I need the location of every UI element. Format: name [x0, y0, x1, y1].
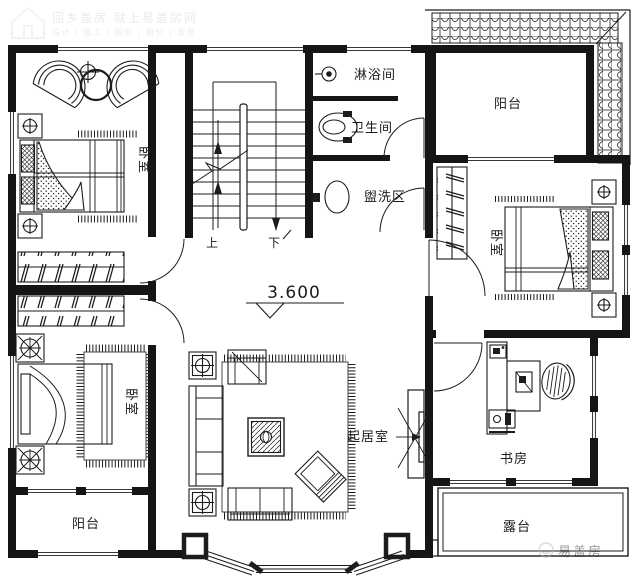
window-balcony-tr-door [468, 155, 554, 163]
elevation-value: 3.600 [267, 283, 321, 303]
window-left-2 [8, 356, 16, 448]
door-study [433, 342, 483, 392]
brand-logo-icon [538, 542, 554, 558]
bed-double [495, 196, 614, 300]
floor-lamp [188, 488, 217, 517]
office-chair-icon [541, 362, 575, 401]
window-study-east-1 [590, 356, 598, 396]
staircase [185, 81, 305, 231]
nightstand [17, 213, 43, 239]
pillow [591, 250, 610, 280]
stairs-down-label: 下 [268, 236, 280, 250]
bedroom-tl-furniture [17, 60, 160, 327]
watermark-top-left: 回乡盖房 就上易盖房网 设计 | 施工 | 图纸 | 报价 | 服务 [11, 6, 198, 39]
watermark-bottom-right: 易盖房 [538, 542, 603, 560]
blanket-curve [29, 365, 66, 445]
doors [139, 117, 486, 392]
coffee-table [247, 417, 285, 457]
wash-basin-icon [313, 180, 350, 214]
study-label: 书房 [500, 451, 528, 467]
window-right-1 [622, 205, 630, 245]
pillow [591, 211, 610, 241]
study-furniture [486, 341, 575, 435]
tv-cabinet [397, 389, 433, 479]
bedroom-right-label: 卧室 [488, 229, 504, 257]
wardrobe [17, 295, 125, 327]
desk-return [506, 360, 541, 412]
nightstand [17, 113, 43, 139]
stairs-down-tick [282, 229, 292, 240]
pillow [20, 144, 36, 173]
window-top-1 [58, 45, 148, 53]
rug [76, 344, 154, 468]
window-right-2 [622, 255, 630, 295]
shower-room-label: 淋浴间 [354, 68, 396, 83]
toilet-label: 卫生间 [351, 121, 393, 136]
squat-toilet-icon [318, 111, 358, 143]
door-bedroom-bl [139, 298, 185, 344]
window-left-1 [8, 112, 16, 174]
window-balcony-bl-front [38, 550, 118, 558]
sofa-single [227, 349, 267, 385]
terrace-label: 露台 [503, 520, 531, 535]
bed-double [17, 363, 113, 445]
wardrobe [436, 166, 468, 260]
nightstand-lamp [15, 333, 45, 363]
fan-chair-icon [32, 60, 86, 109]
printer-icon [489, 344, 507, 359]
nightstand-lamp [15, 445, 45, 475]
wash-area-label: 盥洗区 [364, 190, 406, 205]
living-room-furniture [188, 349, 433, 521]
bedroom-right-furniture [436, 166, 617, 318]
window-top-stairs [207, 45, 303, 53]
watermark-line2: 设计 | 施工 | 图纸 | 报价 | 服务 [52, 27, 196, 37]
window-study-east-2 [590, 412, 598, 438]
terrace-outline [425, 487, 629, 557]
window-top-2 [347, 45, 411, 53]
balcony-top-label: 阳台 [494, 97, 522, 112]
bay-window [181, 532, 411, 576]
floor-lamp [188, 351, 217, 380]
round-table-icon [79, 68, 113, 102]
wardrobe [17, 251, 125, 283]
living-room-label: 起居室 [347, 429, 389, 445]
watermark-line1: 回乡盖房 就上易盖房网 [52, 10, 198, 25]
armchair-diagonal [294, 450, 347, 503]
pillow [20, 176, 36, 205]
bedroom-bl-label: 卧室 [123, 388, 139, 416]
monitor-icon [515, 371, 533, 393]
computer-tower-icon [488, 409, 516, 433]
bedroom-tl-label: 卧室 [136, 146, 152, 174]
elevation-marker [246, 302, 344, 319]
nightstand [591, 292, 617, 318]
door-wash-area [379, 187, 425, 233]
balcony-bottom-label: 阳台 [72, 517, 100, 532]
bedroom-bl-furniture [15, 333, 154, 475]
fan-chair-icon [106, 60, 160, 109]
door-toilet [383, 117, 425, 159]
sofa-three-seat [188, 385, 224, 487]
stairs-up-label: 上 [206, 236, 218, 250]
leader-arrowhead [412, 433, 421, 441]
window-study-south-2 [516, 478, 572, 486]
window-study-south-1 [450, 478, 506, 486]
sofa-two-seat [227, 487, 293, 521]
windows [8, 45, 630, 558]
bed-double [19, 130, 138, 223]
window-balcony-bl-inner2 [86, 487, 132, 495]
shower-head-icon [315, 66, 337, 82]
ceiling-lamp-icon [77, 61, 99, 83]
house-logo-icon [11, 6, 45, 39]
bathroom-fixtures [313, 66, 358, 214]
brand-watermark-text: 易盖房 [558, 544, 603, 560]
window-balcony-bl-inner1 [28, 487, 76, 495]
door-bedroom-tl [139, 238, 185, 284]
roof-tiles-top-right [425, 9, 631, 165]
nightstand [591, 179, 617, 205]
